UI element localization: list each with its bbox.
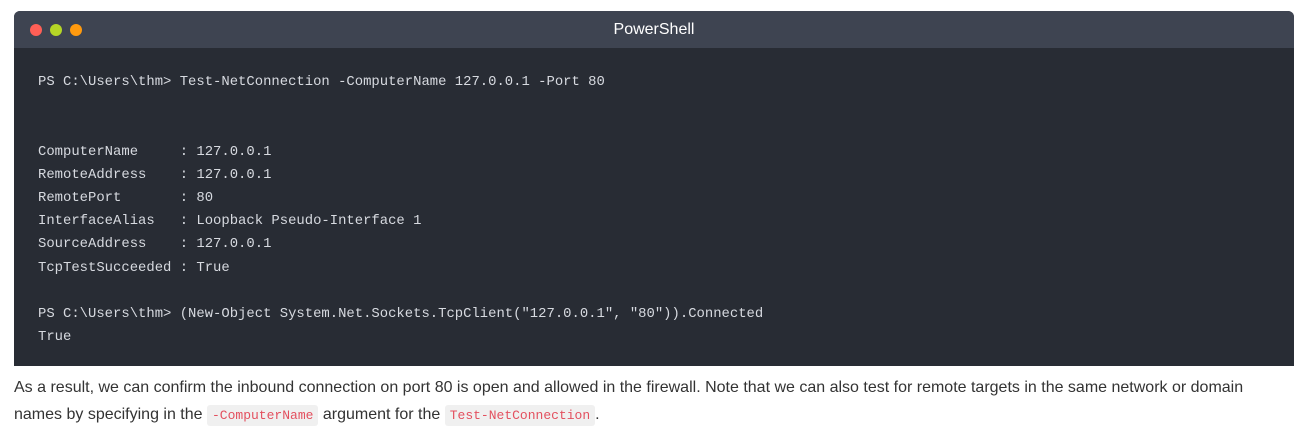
explanation-paragraph: As a result, we can confirm the inbound … <box>14 374 1294 429</box>
terminal-line: True <box>38 329 72 346</box>
paragraph-text: As a result, we can confirm the inbound … <box>14 379 1244 423</box>
minimize-window-icon <box>50 24 62 36</box>
maximize-window-icon <box>70 24 82 36</box>
inline-code-test-netconnection: Test-NetConnection <box>444 405 596 426</box>
terminal-line: InterfaceAlias : Loopback Pseudo-Interfa… <box>38 213 422 230</box>
terminal-output: PS C:\Users\thm> Test-NetConnection -Com… <box>38 71 763 349</box>
terminal-line: ComputerName : 127.0.0.1 <box>38 143 272 160</box>
terminal-line: RemotePort : 80 <box>38 190 214 207</box>
paragraph-text: . <box>595 406 600 423</box>
terminal-line: RemoteAddress : 127.0.0.1 <box>38 166 272 183</box>
close-window-icon <box>30 24 42 36</box>
terminal-line: PS C:\Users\thm> (New-Object System.Net.… <box>38 306 764 323</box>
window-title: PowerShell <box>613 21 695 38</box>
terminal-line: TcpTestSucceeded : True <box>38 259 230 276</box>
powershell-window: PowerShell PS C:\Users\thm> Test-NetConn… <box>14 11 1294 366</box>
terminal-line: PS C:\Users\thm> Test-NetConnection -Com… <box>38 74 605 90</box>
title-bar: PowerShell <box>14 11 1294 48</box>
paragraph-text: argument for the <box>318 406 445 423</box>
inline-code-computername: -ComputerName <box>207 405 319 426</box>
terminal-line: SourceAddress : 127.0.0.1 <box>38 236 272 253</box>
